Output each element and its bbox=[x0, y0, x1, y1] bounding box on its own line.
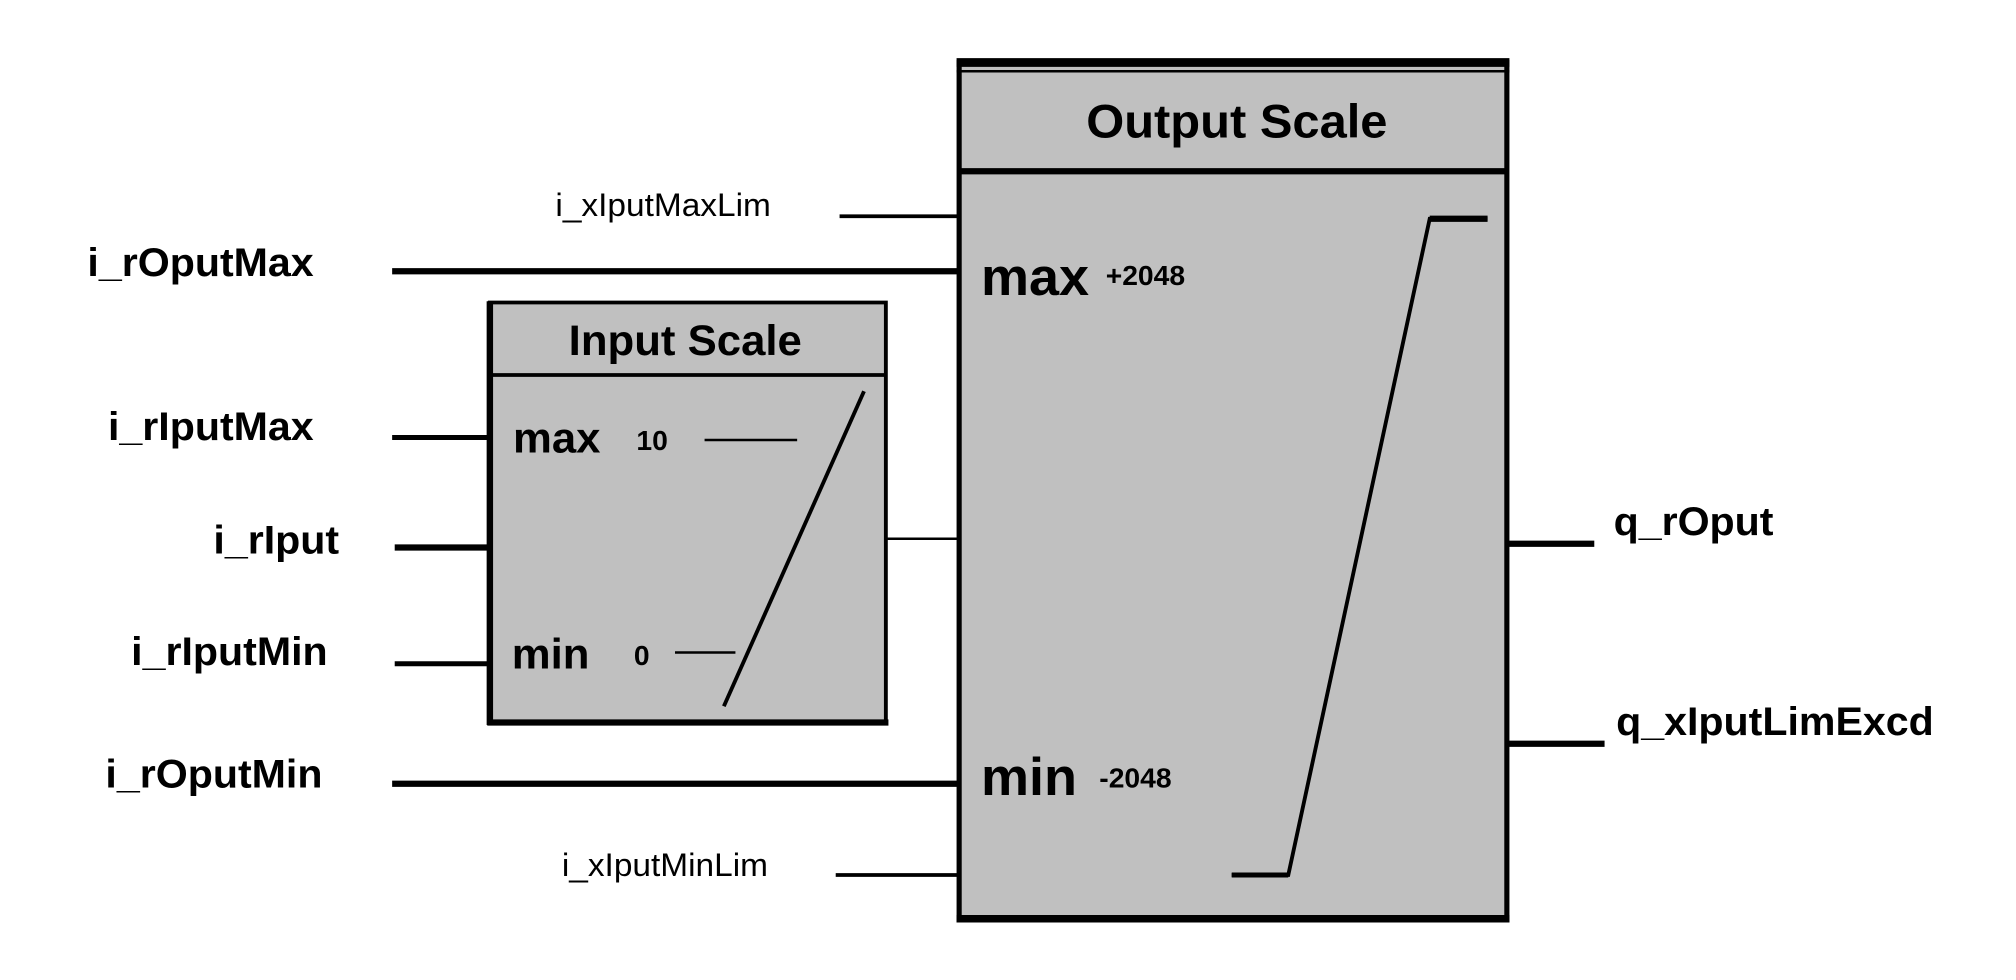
input-max-label: max bbox=[513, 415, 601, 462]
pin-label-x-min-lim: i_xIputMinLim bbox=[562, 847, 768, 883]
pin-label-r-in: i_rIput bbox=[213, 517, 339, 562]
input-scale-block: Input Scale max 10 min 0 bbox=[486, 300, 889, 726]
input-pin-x-min-lim[interactable]: i_xIputMinLim bbox=[562, 847, 960, 883]
input-block-title: Input Scale bbox=[569, 318, 802, 365]
input-scale-ramp bbox=[722, 390, 866, 707]
output-block-body bbox=[956, 60, 1510, 923]
pin-label-r-out-max: i_rOputMax bbox=[87, 240, 314, 285]
output-pin-lim-excd[interactable]: q_xIputLimExcd bbox=[1506, 699, 1934, 747]
pin-label-r-out: q_rOput bbox=[1614, 499, 1774, 544]
pin-label-r-out-min: i_rOputMin bbox=[105, 751, 322, 796]
pin-label-r-in-min: i_rIputMin bbox=[131, 629, 327, 674]
output-min-label: min bbox=[981, 749, 1077, 807]
output-min-value: -2048 bbox=[1099, 763, 1171, 794]
input-pin-r-in-max[interactable]: i_rIputMax bbox=[108, 404, 490, 449]
pin-label-x-max-lim: i_xIputMaxLim bbox=[555, 187, 770, 223]
output-scale-block: Output Scale max +2048 min -2048 bbox=[956, 58, 1510, 923]
pin-label-lim-excd: q_xIputLimExcd bbox=[1616, 699, 1934, 744]
input-pin-r-in[interactable]: i_rIput bbox=[213, 517, 490, 563]
pin-label-r-in-max: i_rIputMax bbox=[108, 404, 314, 449]
input-pin-r-in-min[interactable]: i_rIputMin bbox=[131, 629, 490, 674]
output-max-label: max bbox=[981, 249, 1089, 307]
input-min-value: 0 bbox=[634, 640, 650, 671]
input-pin-r-out-min[interactable]: i_rOputMin bbox=[105, 751, 960, 796]
input-max-value: 10 bbox=[636, 425, 667, 456]
input-min-label: min bbox=[512, 631, 590, 678]
output-max-value: +2048 bbox=[1106, 260, 1185, 291]
output-pin-r-out[interactable]: q_rOput bbox=[1506, 499, 1774, 547]
output-block-title: Output Scale bbox=[1086, 95, 1387, 148]
input-pin-r-out-max[interactable]: i_rOputMax bbox=[87, 240, 960, 285]
input-pin-x-max-lim[interactable]: i_xIputMaxLim bbox=[555, 187, 960, 223]
